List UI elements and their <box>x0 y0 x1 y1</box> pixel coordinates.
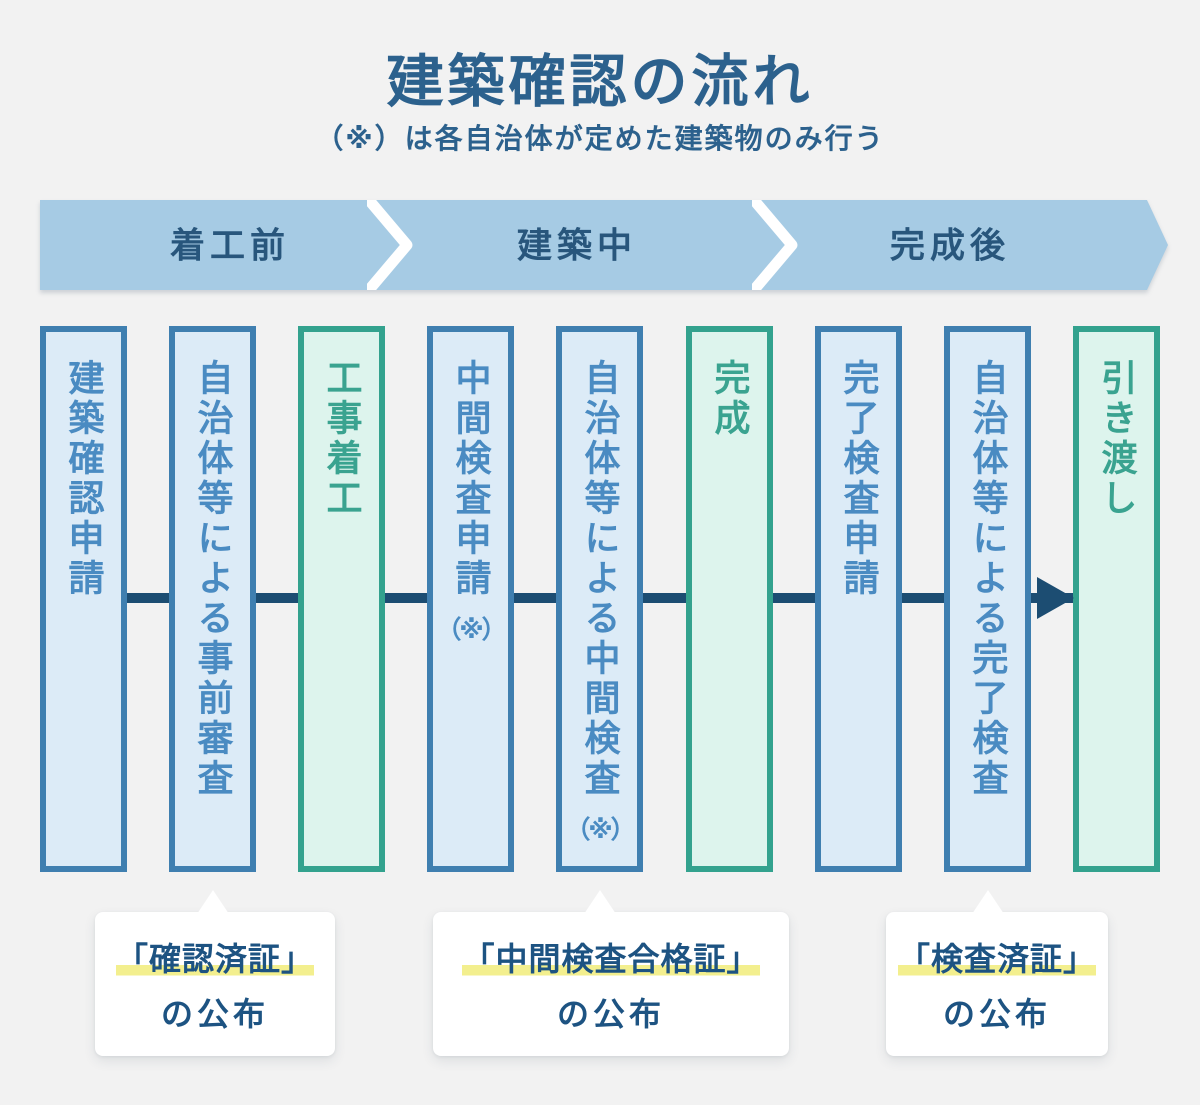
step-label: 引き渡し <box>1096 359 1138 519</box>
callout-pointer-icon <box>197 890 229 914</box>
step-handover: 引き渡し <box>1073 326 1160 872</box>
step-label: 完了検査申請 <box>838 359 880 599</box>
step-building-confirmation-application: 建築確認申請 <box>40 326 127 872</box>
step-label: 自治体等による中間検査 <box>579 359 621 799</box>
step-completion: 完成 <box>686 326 773 872</box>
callout-suffix-text: の公布 <box>556 995 665 1032</box>
callout-certificate-line: 「検査済証」 <box>897 934 1096 980</box>
asterisk-note: （※） <box>436 616 506 644</box>
step-label: 建築確認申請 <box>63 359 105 599</box>
callout-certificate-line: 「中間検査合格証」 <box>462 934 760 980</box>
callout-certificate-line: 「確認済証」 <box>115 934 314 980</box>
step-municipal-preliminary-review: 自治体等による事前審査 <box>169 326 256 872</box>
step-completion-inspection-application: 完了検査申請 <box>815 326 902 872</box>
callout-suffix-text: の公布 <box>942 995 1051 1032</box>
callout-highlighted-text: 「確認済証」 <box>115 940 314 977</box>
phase-label-after-completion: 完成後 <box>889 226 1011 266</box>
phase-label-during-construction: 建築中 <box>516 226 638 266</box>
step-label: 自治体等による事前審査 <box>192 359 234 799</box>
callout-pointer-icon <box>972 890 1004 914</box>
chevron-separator-icon <box>367 200 413 290</box>
callout-highlighted-text: 「中間検査合格証」 <box>462 940 760 977</box>
step-label: 自治体等による完了検査 <box>967 359 1009 799</box>
callout-pointer-icon <box>584 890 616 914</box>
flow-arrow-icon <box>1037 577 1074 619</box>
step-label: 中間検査申請 <box>450 359 492 599</box>
callout-highlighted-text: 「検査済証」 <box>897 940 1096 977</box>
callout-interim-inspection-certificate: 「中間検査合格証」 の公布 <box>433 890 789 1056</box>
callout-suffix-text: の公布 <box>160 995 269 1032</box>
page-subtitle: （※）は各自治体が定めた建築物のみ行う <box>315 123 885 154</box>
phase-timeline-bar: 着工前 建築中 完成後 <box>40 200 1168 290</box>
chevron-separator-icon <box>752 200 798 290</box>
asterisk-note: （※） <box>565 816 635 844</box>
page-title: 建築確認の流れ <box>386 48 814 115</box>
callout-confirmation-certificate: 「確認済証」 の公布 <box>95 890 335 1056</box>
step-interim-inspection-application: 中間検査申請 （※） <box>427 326 514 872</box>
timeline-arrow-bar <box>40 200 1168 290</box>
step-label: 完成 <box>709 359 751 439</box>
step-municipal-completion-inspection: 自治体等による完了検査 <box>944 326 1031 872</box>
step-municipal-interim-inspection: 自治体等による中間検査 （※） <box>556 326 643 872</box>
step-label: 工事着工 <box>321 359 363 519</box>
phase-label-before-construction: 着工前 <box>169 226 291 266</box>
step-construction-start: 工事着工 <box>298 326 385 872</box>
callout-inspection-certificate: 「検査済証」 の公布 <box>886 890 1108 1056</box>
